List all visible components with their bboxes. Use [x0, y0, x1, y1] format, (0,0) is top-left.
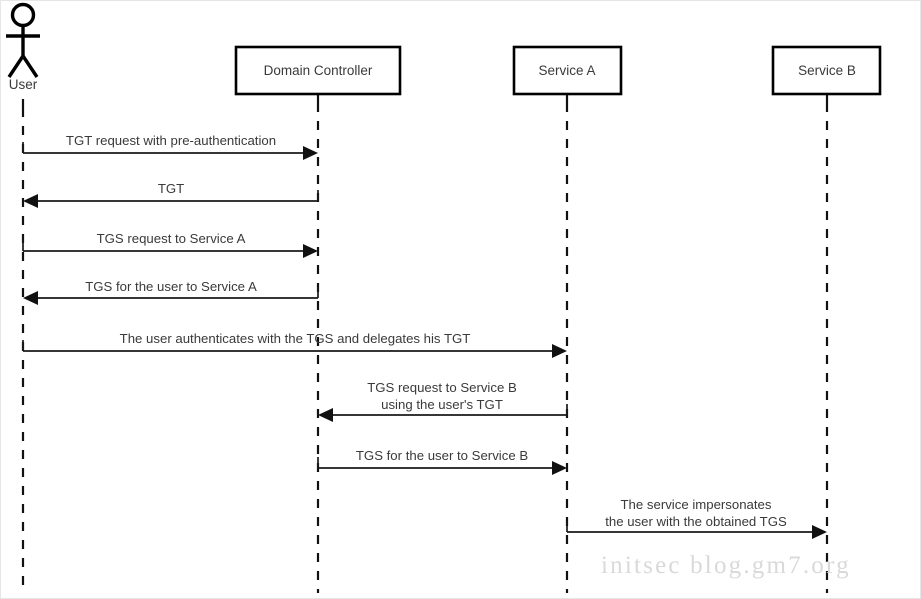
participant-label-user: User	[9, 77, 38, 92]
message-arrowhead-icon	[23, 194, 38, 208]
participant-box-service-a[interactable]	[512, 45, 623, 96]
participant-box-service-b[interactable]	[771, 45, 882, 96]
message-msg-2[interactable]: TGT	[23, 181, 319, 208]
message-arrowhead-icon	[552, 344, 567, 358]
message-label: TGT	[158, 181, 184, 196]
message-label: the user with the obtained TGS	[605, 514, 787, 529]
participant-user: User	[6, 2, 40, 92]
message-msg-6[interactable]: TGS request to Service B using the user's…	[318, 380, 568, 422]
actor-leg-right-icon	[21, 55, 39, 78]
message-arrowhead-icon	[23, 291, 38, 305]
participant-service-b: Service B	[771, 45, 882, 96]
watermark-layer: initsec blog.gm7.org	[601, 552, 851, 579]
participant-box-domain-controller[interactable]	[234, 45, 402, 96]
participant-service-a: Service A	[512, 45, 623, 96]
message-label: The service impersonates	[621, 497, 772, 512]
message-msg-1[interactable]: TGT request with pre-authentication	[22, 133, 318, 160]
message-msg-8[interactable]: The service impersonates the user with th…	[566, 497, 827, 539]
message-msg-4[interactable]: TGS for the user to Service A	[23, 279, 319, 305]
message-label: TGS for the user to Service A	[85, 279, 257, 294]
participant-label-domain-controller: Domain Controller	[264, 63, 373, 78]
message-arrowhead-icon	[303, 146, 318, 160]
message-label: TGT request with pre-authentication	[66, 133, 276, 148]
participant-domain-controller: Domain Controller	[234, 45, 402, 96]
participants-layer: User Domain Controller Service A Service B	[6, 2, 882, 96]
message-arrowhead-icon	[552, 461, 567, 475]
message-arrowhead-icon	[812, 525, 827, 539]
message-label: TGS request to Service B	[367, 380, 517, 395]
message-label: TGS request to Service A	[97, 231, 246, 246]
message-arrowhead-icon	[303, 244, 318, 258]
actor-leg-left-icon	[7, 55, 25, 78]
message-msg-7[interactable]: TGS for the user to Service B	[317, 448, 567, 475]
participant-label-service-a: Service A	[538, 63, 595, 78]
message-msg-5[interactable]: The user authenticates with the TGS and …	[22, 331, 567, 358]
message-label: The user authenticates with the TGS and …	[120, 331, 471, 346]
message-msg-3[interactable]: TGS request to Service A	[22, 231, 318, 258]
message-label: using the user's TGT	[381, 397, 503, 412]
message-arrowhead-icon	[318, 408, 333, 422]
participant-label-service-b: Service B	[798, 63, 856, 78]
actor-head-icon	[10, 2, 36, 28]
watermark-label: initsec blog.gm7.org	[601, 552, 851, 579]
message-label: TGS for the user to Service B	[356, 448, 528, 463]
